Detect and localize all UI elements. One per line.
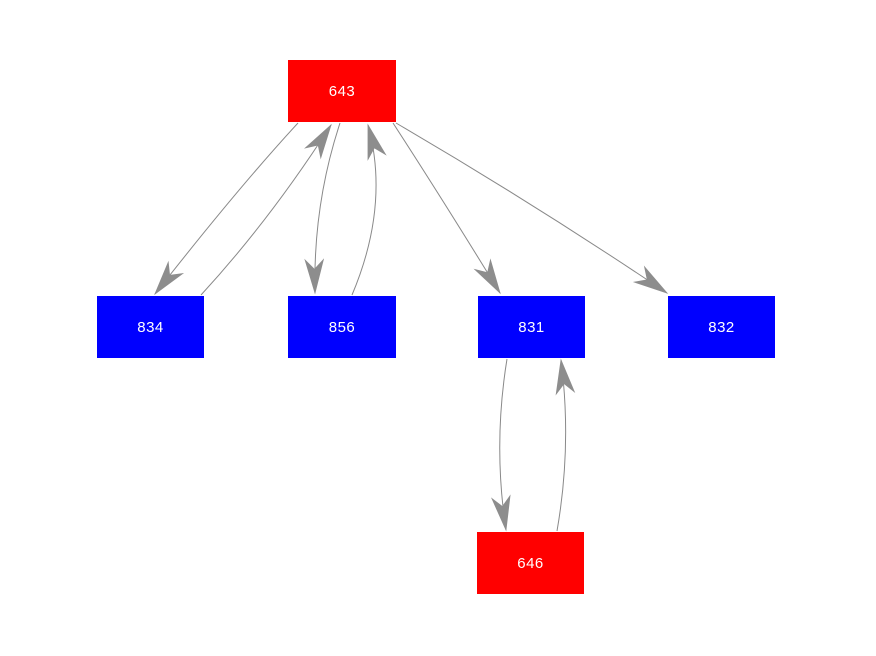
node-831: 831 (478, 296, 585, 358)
node-643: 643 (288, 60, 396, 122)
node-label: 856 (328, 318, 356, 336)
node-856: 856 (288, 296, 396, 358)
node-646: 646 (477, 532, 584, 594)
edge-643-to-856 (304, 122, 341, 295)
node-label: 646 (517, 554, 544, 572)
node-834: 834 (97, 296, 204, 358)
node-832: 832 (668, 296, 775, 358)
edge-643-to-834 (154, 122, 299, 296)
edge-643-to-832 (395, 122, 669, 294)
edge-831-to-646 (491, 358, 511, 532)
node-label: 643 (328, 82, 356, 100)
node-label: 834 (137, 318, 164, 336)
edge-856-to-643 (351, 123, 387, 296)
node-label: 831 (518, 318, 545, 336)
edge-646-to-831 (555, 358, 576, 532)
edge-834-to-643 (200, 123, 332, 296)
edge-643-to-831 (392, 122, 501, 295)
node-label: 832 (708, 318, 735, 336)
